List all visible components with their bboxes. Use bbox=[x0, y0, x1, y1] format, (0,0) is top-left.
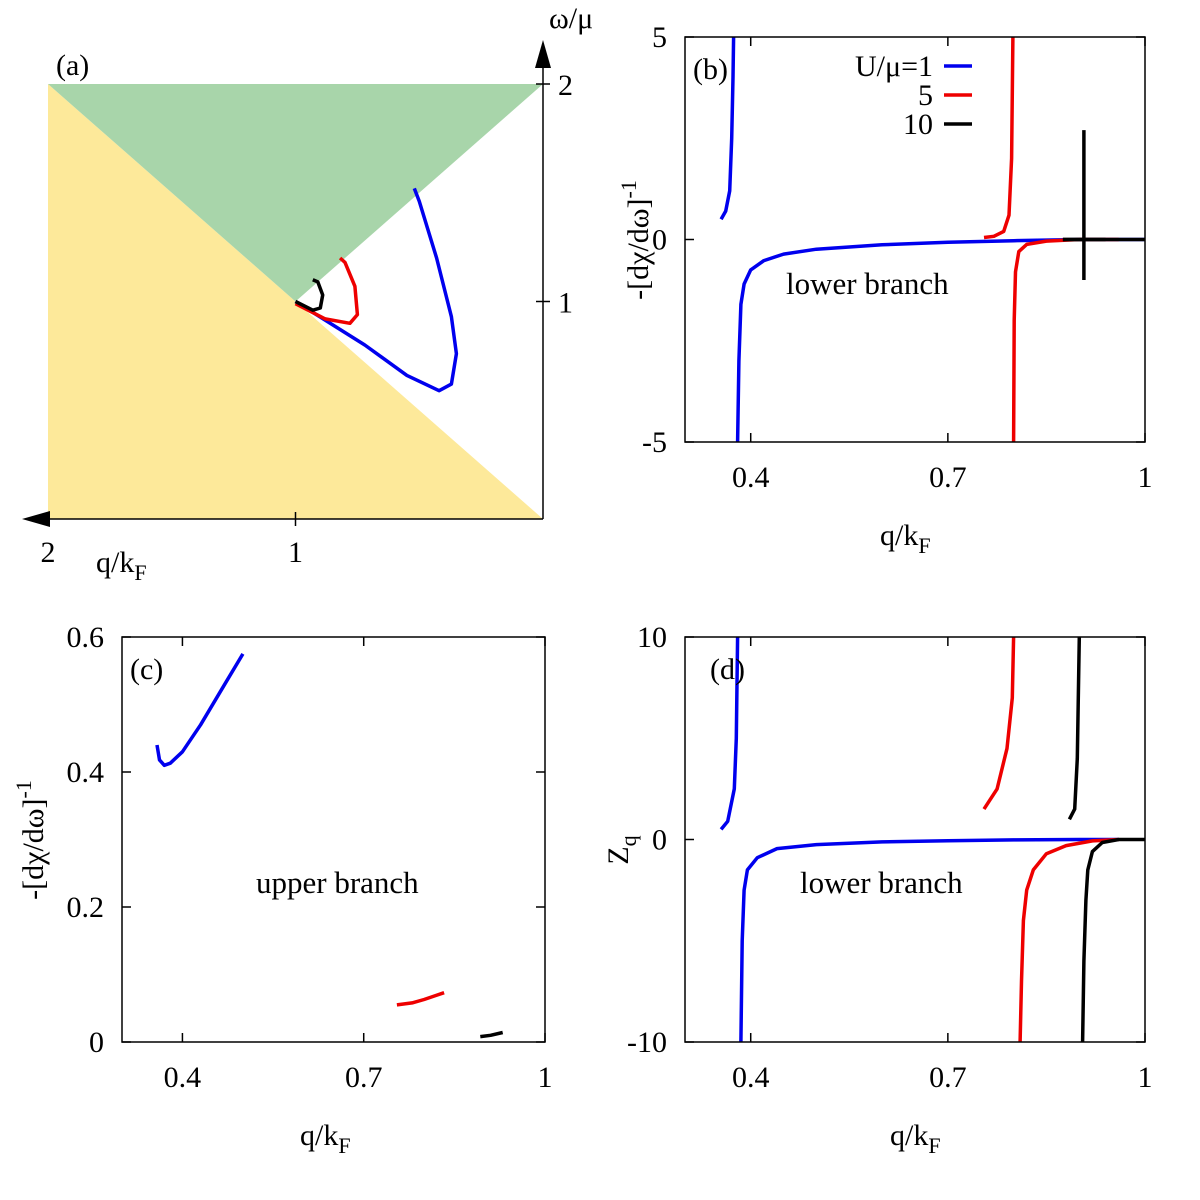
panel-d: 0.4 0.7 1 -10 0 10 (d) lower branch Zq q/kF bbox=[602, 621, 1153, 1158]
b-annotation: lower branch bbox=[786, 266, 949, 301]
d-series-u1-1 bbox=[739, 837, 1119, 1042]
c-annotation: upper branch bbox=[256, 865, 419, 900]
b-series-u1-1 bbox=[735, 237, 1145, 442]
d-series-u1-0 bbox=[719, 637, 740, 831]
b-xlabel-sub: F bbox=[918, 533, 930, 558]
d-panel-label: (d) bbox=[710, 653, 745, 686]
c-ylabel: -[dχ/dω]-1 bbox=[11, 780, 50, 900]
c-xtick-label: 0.4 bbox=[164, 1061, 202, 1094]
d-annotation: lower branch bbox=[800, 865, 963, 900]
d-xtick-label: 1 bbox=[1138, 1061, 1153, 1094]
c-frame bbox=[121, 636, 546, 1043]
d-xlabel-main: q/k bbox=[890, 1119, 928, 1152]
a-series-u5-1 bbox=[294, 256, 360, 326]
a-series-u10-2 bbox=[294, 278, 325, 312]
b-series-u5-2 bbox=[983, 37, 1015, 240]
b-legend-label: U/μ=1 bbox=[855, 50, 933, 83]
a-ylabel: ω/μ bbox=[549, 2, 593, 35]
d-ytick-label: 0 bbox=[652, 824, 667, 857]
c-xtick-label: 1 bbox=[538, 1061, 553, 1094]
b-legend-label: 5 bbox=[918, 79, 933, 112]
b-ylabel: -[dχ/dω]-1 bbox=[616, 180, 655, 300]
d-series-u10-4 bbox=[1067, 637, 1082, 821]
a-series-u1-0 bbox=[294, 187, 459, 393]
d-ylabel-sub: q bbox=[616, 835, 641, 846]
a-ytick-label: 2 bbox=[558, 69, 573, 102]
b-xtick-label: 1 bbox=[1138, 461, 1153, 494]
b-xtick-label: 0.7 bbox=[929, 461, 967, 494]
a-panel-label: (a) bbox=[56, 49, 89, 82]
d-ytick-label: 10 bbox=[637, 621, 667, 654]
d-ytick-label: -10 bbox=[627, 1026, 667, 1059]
c-series-u5-1 bbox=[396, 991, 445, 1007]
b-ytick-label: 5 bbox=[652, 21, 667, 54]
panel-c: 0.4 0.7 1 0 0.2 0.4 0.6 (c) upper branch -[dχ/… bbox=[11, 621, 553, 1158]
c-ytick-label: 0.2 bbox=[67, 891, 105, 924]
b-xtick-label: 0.4 bbox=[732, 461, 770, 494]
c-panel-label: (c) bbox=[130, 653, 163, 686]
b-xlabel-main: q/k bbox=[880, 519, 918, 552]
c-ytick-label: 0 bbox=[89, 1026, 104, 1059]
c-ytick-label: 0.4 bbox=[67, 756, 105, 789]
c-xtick-label: 0.7 bbox=[345, 1061, 383, 1094]
a-x-arrow-icon bbox=[22, 511, 50, 527]
b-xlabel: q/kF bbox=[880, 519, 931, 558]
c-series-u10-2 bbox=[480, 1030, 504, 1039]
b-ylabel-main: -[dχ/dω] bbox=[622, 198, 655, 299]
d-ylabel-main: Z bbox=[602, 846, 635, 864]
b-ytick-label: -5 bbox=[642, 426, 667, 459]
d-xlabel: q/kF bbox=[890, 1119, 941, 1158]
d-xtick-label: 0.7 bbox=[929, 1061, 967, 1094]
c-series-u1-0 bbox=[155, 653, 245, 768]
a-xlabel-main: q/k bbox=[96, 546, 134, 579]
a-xlabel-sub: F bbox=[134, 560, 146, 585]
d-series-u5-2 bbox=[982, 637, 1016, 811]
d-xtick-label: 0.4 bbox=[732, 1061, 770, 1094]
a-ytick-label: 1 bbox=[558, 287, 573, 320]
b-legend-label: 10 bbox=[903, 108, 933, 141]
d-series-u10-5 bbox=[1080, 837, 1145, 1042]
c-xlabel-sub: F bbox=[338, 1133, 350, 1158]
b-panel-label: (b) bbox=[693, 53, 728, 86]
a-xtick-label: 1 bbox=[288, 536, 303, 569]
c-xlabel-main: q/k bbox=[300, 1119, 338, 1152]
a-region-upper bbox=[48, 84, 543, 302]
b-ytick-label: 0 bbox=[652, 224, 667, 257]
b-series-u5-3 bbox=[1011, 237, 1119, 442]
d-ylabel: Zq bbox=[602, 835, 641, 864]
d-xlabel-sub: F bbox=[928, 1133, 940, 1158]
a-xlabel: q/kF bbox=[96, 546, 147, 585]
c-ylabel-sup: -1 bbox=[11, 780, 36, 798]
b-series-u1-0 bbox=[719, 37, 736, 221]
b-ylabel-sup: -1 bbox=[616, 180, 641, 198]
a-xtick-label: 2 bbox=[41, 536, 56, 569]
panel-a: 2 1 1 2 (a) ω/μ q/kF bbox=[22, 2, 593, 585]
c-xlabel: q/kF bbox=[300, 1119, 351, 1158]
a-y-arrow-icon bbox=[535, 40, 551, 68]
c-ylabel-main: -[dχ/dω] bbox=[17, 798, 50, 899]
c-ytick-label: 0.6 bbox=[67, 621, 105, 654]
d-series-u5-3 bbox=[1018, 837, 1119, 1042]
